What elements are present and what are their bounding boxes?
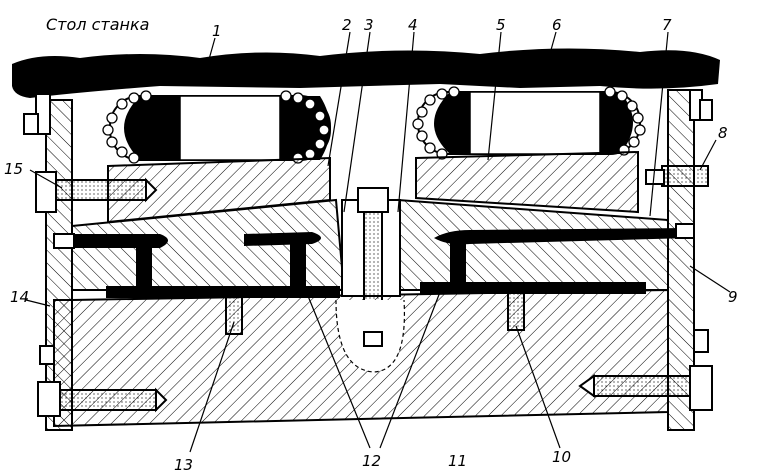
label-10: 10	[552, 448, 571, 466]
left-nut-upper	[53, 233, 75, 249]
screw-bottom-right	[578, 365, 713, 411]
label-4: 4	[408, 16, 418, 34]
bolt-10	[507, 285, 525, 331]
right-t-seal	[434, 228, 690, 288]
left-nut-mid	[39, 345, 55, 365]
central-bolt	[335, 187, 406, 373]
right-nut-upper	[675, 223, 695, 239]
label-6: 6	[552, 16, 562, 34]
right-wedge-block	[415, 150, 639, 214]
left-rubber-chamber	[109, 95, 331, 161]
label-14: 14	[10, 288, 29, 306]
left-t-seal	[56, 232, 321, 288]
screw-bottom-left	[37, 381, 168, 417]
machine-table-caption: Стол станка	[46, 15, 149, 34]
label-12: 12	[362, 452, 381, 470]
right-bottom-seal	[420, 282, 646, 294]
screw-8	[645, 165, 709, 187]
label-13: 13	[174, 456, 193, 474]
label-8: 8	[718, 124, 728, 142]
ball-chain-left	[102, 90, 330, 164]
left-nut-top	[23, 113, 39, 135]
machine-table	[12, 48, 720, 98]
label-5: 5	[496, 16, 506, 34]
right-sliding-wedge	[397, 198, 669, 291]
right-nut-mid	[693, 329, 709, 353]
left-bottom-seal	[106, 286, 340, 298]
label-2: 2	[342, 16, 352, 34]
label-1: 1	[212, 22, 222, 40]
label-7: 7	[662, 16, 672, 34]
right-rubber-chamber	[417, 91, 641, 155]
label-3: 3	[364, 16, 374, 34]
right-nut-top	[699, 99, 713, 121]
bolt-13	[225, 287, 243, 335]
label-15: 15	[4, 160, 23, 178]
leader-lines	[25, 31, 731, 453]
label-11: 11	[448, 452, 467, 470]
label-9: 9	[728, 288, 738, 306]
